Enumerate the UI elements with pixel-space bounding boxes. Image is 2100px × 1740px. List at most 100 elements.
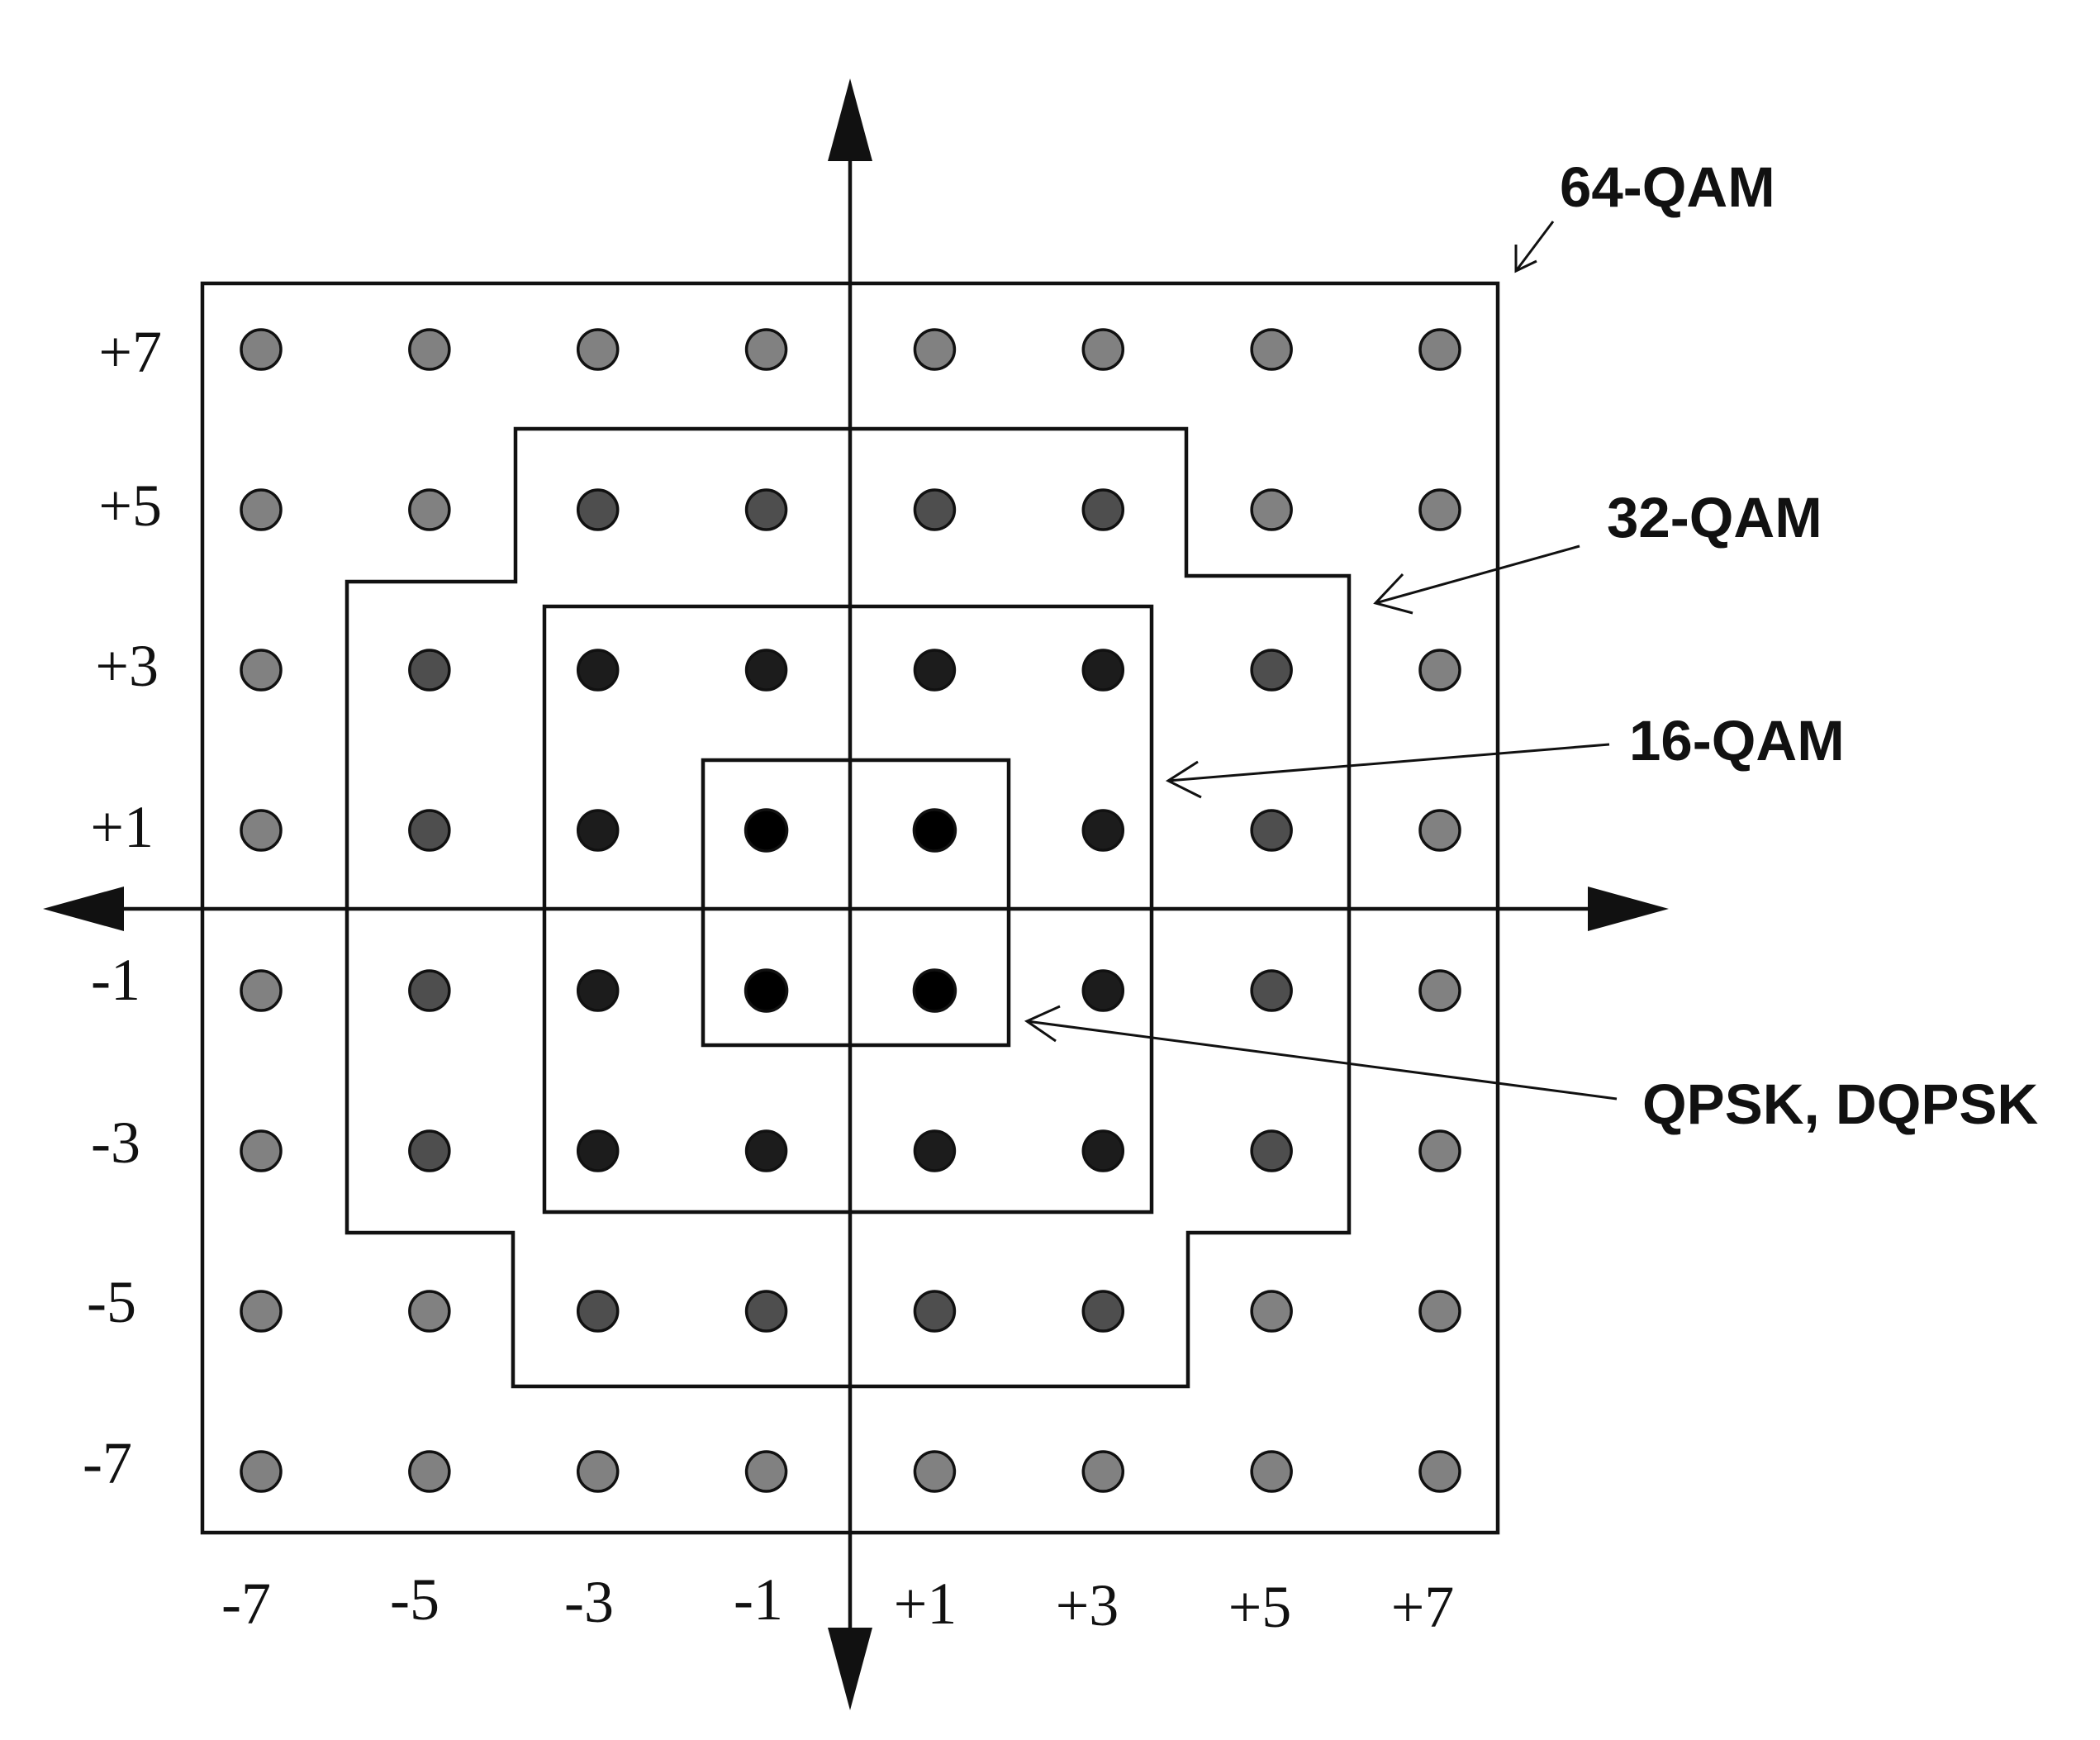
region-label-32qam: 32-QAM (1607, 486, 1822, 549)
constellation-point (913, 1450, 957, 1493)
y-tick-label: -5 (87, 1269, 136, 1335)
constellation-point (744, 328, 788, 371)
x-tick-label: -1 (734, 1566, 783, 1633)
constellation-point (1081, 649, 1125, 692)
constellation-point (408, 1129, 451, 1172)
constellation-point (408, 488, 451, 531)
constellation-point (1418, 1290, 1461, 1333)
callout-arrow-icon (1514, 245, 1537, 273)
x-tick-labels: -7 -5 -3 -1 +1 +3 +5 +7 (221, 1566, 1454, 1640)
constellation-point (1250, 328, 1293, 371)
y-tick-label: +3 (95, 633, 159, 699)
x-tick-label: +5 (1228, 1574, 1292, 1640)
constellation-point (408, 649, 451, 692)
constellation-point (1418, 1450, 1461, 1493)
constellation-point (240, 1450, 283, 1493)
constellation-point (913, 328, 957, 371)
constellation-point (408, 1450, 451, 1493)
region-label-64qam: 64-QAM (1560, 155, 1775, 219)
callout-16qam: 16-QAM (1165, 709, 1845, 799)
constellation-point (1250, 649, 1293, 692)
constellation-point (744, 808, 789, 853)
constellation-point (913, 1129, 957, 1172)
callout-32qam: 32-QAM (1373, 486, 1822, 615)
constellation-point (576, 1450, 620, 1493)
constellation-point (744, 968, 789, 1013)
constellation-point (408, 1290, 451, 1333)
constellation-point (1081, 1450, 1125, 1493)
x-tick-label: +1 (894, 1571, 957, 1637)
constellation-point (1250, 1290, 1293, 1333)
constellation-point (744, 1290, 788, 1333)
callout-arrow-icon (1165, 760, 1202, 799)
constellation-point (1418, 488, 1461, 531)
constellation-point (744, 488, 788, 531)
callout-64qam: 64-QAM (1514, 155, 1775, 273)
constellation-point (1081, 969, 1125, 1012)
constellation-point (1250, 1450, 1293, 1493)
constellation-point (1250, 809, 1293, 852)
constellation-point (240, 809, 283, 852)
region-boundary-32qam (344, 426, 1352, 1389)
constellation-point (576, 809, 620, 852)
constellation-point (240, 649, 283, 692)
constellation-point (240, 488, 283, 531)
left-arrow-icon (43, 887, 124, 931)
constellation-point (744, 1450, 788, 1493)
constellation-point (576, 328, 620, 371)
constellation-point (408, 969, 451, 1012)
constellation-point (1418, 328, 1461, 371)
constellation-point (1418, 969, 1461, 1012)
down-arrow-icon (828, 1628, 872, 1710)
constellation-point (1418, 1129, 1461, 1172)
constellation-point (1418, 649, 1461, 692)
constellation-point (240, 969, 283, 1012)
constellation-point (240, 328, 283, 371)
constellation-point (913, 649, 957, 692)
region-boundary-qpsk (701, 758, 1011, 1048)
x-tick-label: -3 (564, 1569, 614, 1635)
constellation-point (576, 1129, 620, 1172)
constellation-point (408, 809, 451, 852)
constellation-point (912, 968, 957, 1013)
x-tick-label: +3 (1056, 1572, 1119, 1638)
callout-arrow-icon (1373, 573, 1413, 615)
constellation-point (1081, 809, 1125, 852)
constellation-point (1081, 1290, 1125, 1333)
constellation-point (1081, 328, 1125, 371)
region-label-qpsk: QPSK, DQPSK (1642, 1072, 2038, 1136)
constellation-point (1418, 809, 1461, 852)
constellation-point (1081, 488, 1125, 531)
constellation-point (576, 488, 620, 531)
region-label-16qam: 16-QAM (1629, 709, 1845, 773)
constellation-point (913, 1290, 957, 1333)
y-tick-label: +1 (90, 794, 154, 860)
vertical-axis (828, 78, 872, 1710)
constellation-point (1081, 1129, 1125, 1172)
constellation-points (240, 328, 1461, 1493)
constellation-point (744, 649, 788, 692)
x-tick-label: +7 (1391, 1574, 1455, 1640)
constellation-point (1250, 969, 1293, 1012)
callout-qpsk: QPSK, DQPSK (1024, 1005, 2038, 1136)
constellation-point (240, 1290, 283, 1333)
constellation-point (576, 1290, 620, 1333)
x-tick-label: -7 (221, 1571, 271, 1637)
y-tick-labels: +7 +5 +3 +1 -1 -3 -5 -7 (83, 319, 162, 1496)
constellation-point (1250, 1129, 1293, 1172)
horizontal-axis (43, 887, 1669, 931)
constellation-point (576, 649, 620, 692)
constellation-point (744, 1129, 788, 1172)
constellation-point (576, 969, 620, 1012)
y-tick-label: -3 (91, 1110, 140, 1176)
y-tick-label: -1 (91, 947, 140, 1013)
x-tick-label: -5 (390, 1566, 439, 1633)
constellation-point (912, 808, 957, 853)
up-arrow-icon (828, 78, 872, 161)
callout-arrow-icon (1024, 1005, 1061, 1043)
constellation-point (1250, 488, 1293, 531)
right-arrow-icon (1588, 887, 1669, 931)
y-tick-label: -7 (83, 1430, 132, 1496)
